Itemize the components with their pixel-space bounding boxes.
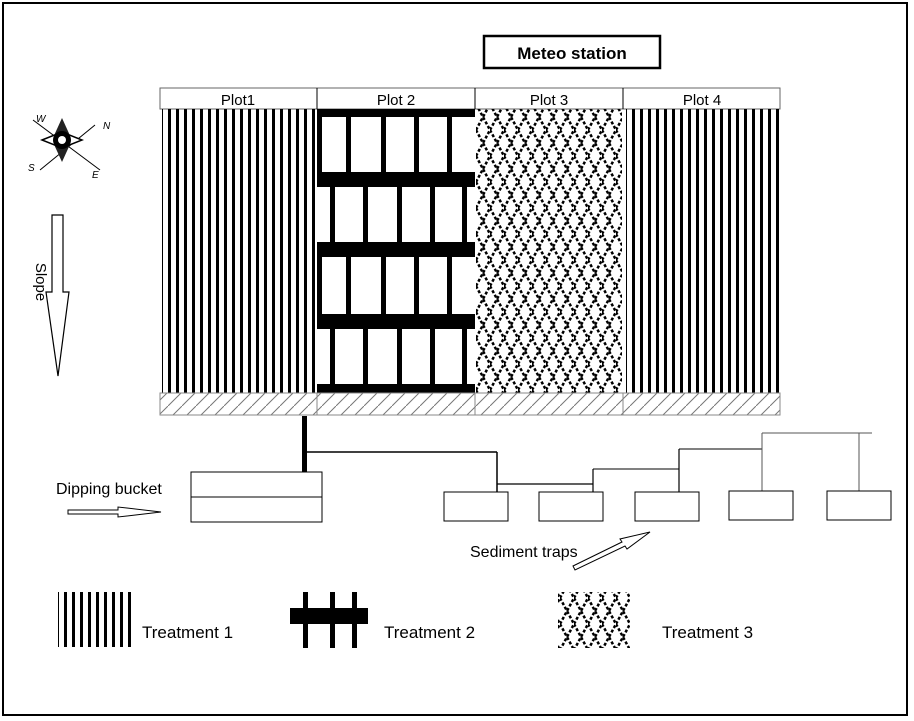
compass-w: W	[36, 114, 47, 125]
dipping-bucket-label: Dipping bucket	[56, 481, 162, 498]
sediment-traps-arrow-icon	[572, 531, 651, 571]
slope-arrow-icon: Slope	[32, 214, 70, 377]
plot-1-treatment-1	[162, 109, 317, 393]
dipping-bucket: Dipping bucket	[56, 471, 323, 523]
plot-4-label: Plot 4	[683, 92, 721, 109]
meteo-station-label: Meteo station	[517, 44, 627, 63]
plot-1-label: Plot1	[221, 92, 255, 109]
plot-2-treatment-2	[317, 109, 475, 393]
drainage-pipes	[302, 416, 872, 493]
legend-treatment-2: Treatment 2	[384, 623, 475, 642]
sediment-traps: Sediment traps	[443, 490, 892, 571]
sediment-trap-1	[443, 491, 509, 522]
legend-swatch-treatment-2	[290, 592, 368, 648]
legend-treatment-3: Treatment 3	[662, 623, 753, 642]
slope-label: Slope	[32, 263, 49, 301]
dipping-bucket-arrow-icon	[67, 506, 162, 518]
plot-3-treatment-3	[476, 109, 622, 393]
meteo-station-box: Meteo station	[482, 34, 662, 70]
sediment-trap-2	[538, 491, 604, 522]
legend-treatment-1: Treatment 1	[142, 623, 233, 642]
sediment-traps-label: Sediment traps	[470, 544, 578, 561]
plot-2-label: Plot 2	[377, 92, 415, 109]
compass-e: E	[92, 170, 99, 181]
plot-header-strip: Plot1 Plot 2 Plot 3 Plot 4	[159, 87, 781, 110]
compass-rose-icon: W N S E	[28, 114, 111, 181]
plot-3-label: Plot 3	[530, 92, 568, 109]
compass-n: N	[103, 121, 111, 132]
sediment-trap-3	[634, 491, 700, 522]
compass-s: S	[28, 163, 35, 174]
legend-swatch-treatment-1	[58, 592, 132, 647]
sediment-trap-4	[728, 490, 794, 521]
legend-swatch-treatment-3	[558, 592, 630, 648]
legend: Treatment 1 Treatment 2 Treatment 3	[58, 592, 753, 648]
plot-4-treatment-1	[626, 109, 780, 393]
runoff-collection-strip	[159, 392, 781, 416]
sediment-trap-5	[826, 490, 892, 521]
